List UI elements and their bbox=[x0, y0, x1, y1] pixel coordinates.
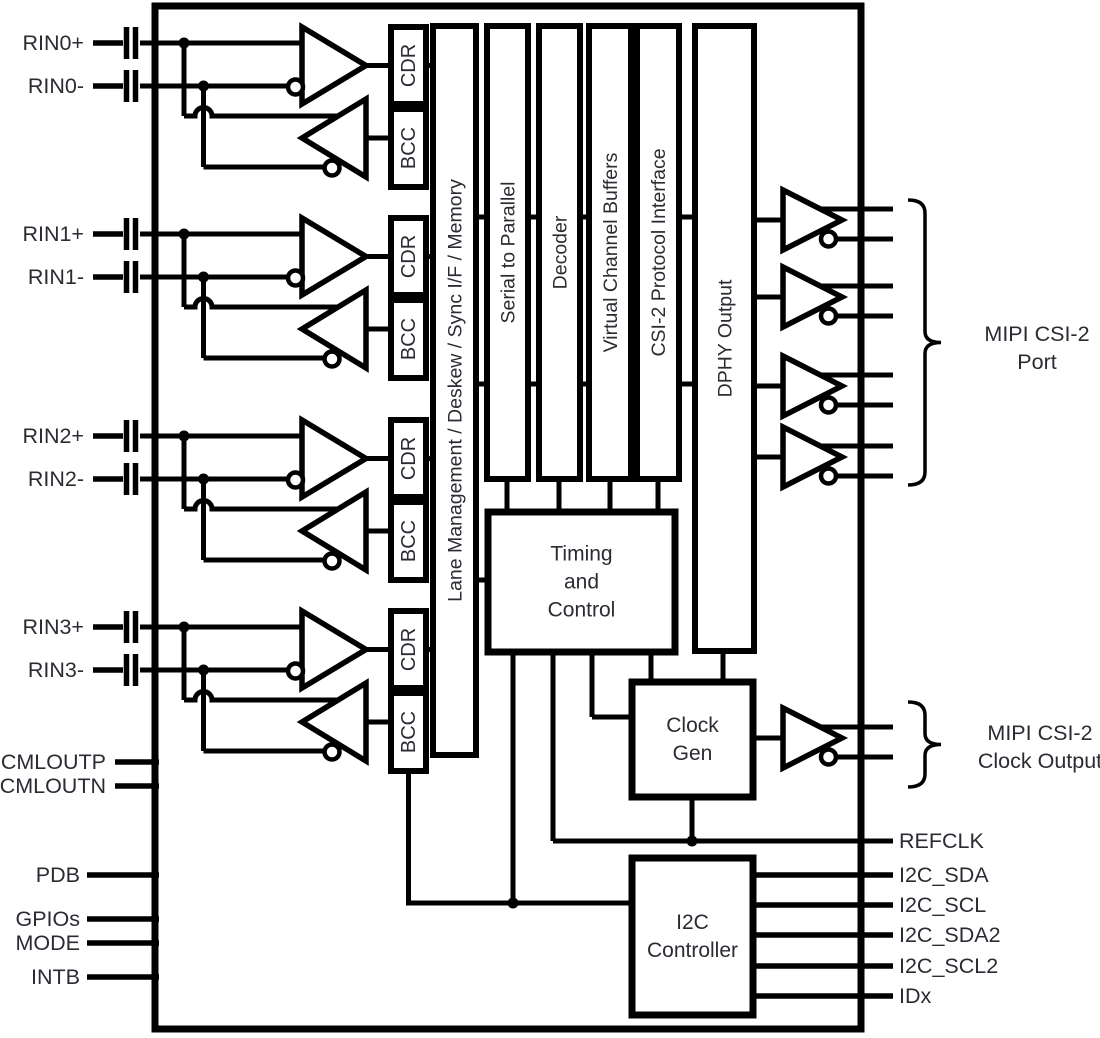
bcc-label: BCC bbox=[398, 318, 420, 360]
inverting-bubble-icon bbox=[285, 470, 306, 490]
block-label-lane-management: Lane Management / Deskew / Sync I/F / Me… bbox=[445, 179, 467, 602]
inverting-bubble-icon bbox=[285, 661, 306, 681]
cdr-label: CDR bbox=[398, 628, 420, 671]
bcc-label: BCC bbox=[398, 520, 420, 562]
pin-label-cmloutp: CMLOUTP bbox=[1, 750, 106, 774]
inverting-bubble-icon bbox=[285, 77, 306, 97]
pin-label-cmloutn: CMLOUTN bbox=[0, 774, 106, 798]
block-decoder bbox=[536, 23, 583, 482]
block-cdr-2 bbox=[388, 417, 429, 500]
block-lane-management bbox=[430, 23, 479, 758]
pin-label-refclk: REFCLK bbox=[899, 829, 984, 853]
pin-label-rin3-plus: RIN3+ bbox=[22, 615, 84, 639]
block-label-clock-gen: Clock bbox=[666, 714, 719, 737]
junction-dot bbox=[198, 473, 209, 485]
junction-dot bbox=[198, 80, 209, 92]
csi2-clock-label: MIPI CSI-2 bbox=[987, 721, 1092, 745]
pin-label-intb: INTB bbox=[31, 965, 80, 989]
block-label-timing-control: Timing bbox=[550, 543, 612, 566]
block-label-clock-gen: Gen bbox=[673, 742, 713, 765]
inverting-bubble-icon bbox=[322, 742, 342, 762]
pin-label-i2c-scl: I2C_SCL bbox=[899, 893, 986, 917]
receiver-amp-icon bbox=[299, 22, 372, 109]
junction-dot bbox=[178, 37, 190, 49]
csi2-port-brace-icon bbox=[907, 198, 942, 487]
pin-label-rin0-minus: RIN0- bbox=[28, 74, 84, 98]
inverting-bubble-icon bbox=[818, 306, 839, 326]
csi2-clock-brace-icon bbox=[907, 700, 942, 789]
junction-dot bbox=[178, 228, 190, 240]
junction-dot bbox=[178, 621, 190, 633]
csi2-clock-label: Clock Output bbox=[978, 749, 1100, 773]
cdr-label: CDR bbox=[398, 437, 420, 480]
junction-dot bbox=[507, 897, 519, 909]
inverting-bubble-icon bbox=[285, 268, 306, 288]
receiver-amp-icon bbox=[299, 415, 372, 502]
inverting-bubble-icon bbox=[322, 349, 342, 369]
inverting-bubble-icon bbox=[818, 747, 839, 767]
junction-dot bbox=[198, 664, 209, 676]
junction-dot bbox=[686, 835, 698, 847]
block-label-i2c-controller: I2C bbox=[676, 911, 709, 934]
inverting-bubble-icon bbox=[322, 158, 342, 178]
block-bcc-0 bbox=[388, 106, 429, 190]
pin-label-i2c-sda: I2C_SDA bbox=[899, 863, 989, 887]
receiver-amp-icon bbox=[299, 606, 372, 693]
block-clock-gen bbox=[628, 678, 757, 801]
pin-label-rin2-minus: RIN2- bbox=[28, 467, 84, 491]
block-label-decoder: Decoder bbox=[550, 215, 572, 289]
block-label-serial-to-parallel: Serial to Parallel bbox=[498, 182, 520, 324]
block-label-timing-control: Control bbox=[548, 599, 616, 622]
block-label-csi2-protocol-interface: CSI-2 Protocol Interface bbox=[648, 148, 670, 356]
block-bcc-1 bbox=[388, 297, 429, 381]
block-label-virtual-channel-buffers: Virtual Channel Buffers bbox=[600, 152, 622, 352]
inverting-bubble-icon bbox=[818, 229, 839, 249]
junction-dot bbox=[198, 271, 209, 283]
inverting-bubble-icon bbox=[322, 551, 342, 571]
block-label-timing-control: and bbox=[564, 571, 599, 594]
output-buffer-icon bbox=[780, 351, 849, 421]
pin-label-i2c-sda2: I2C_SDA2 bbox=[899, 923, 1001, 947]
pin-label-rin1-minus: RIN1- bbox=[28, 265, 84, 289]
pin-label-gpios: GPIOs bbox=[15, 907, 80, 931]
junction-dot bbox=[178, 430, 190, 442]
block-label-dphy-output: DPHY Output bbox=[715, 279, 737, 397]
pin-label-mode: MODE bbox=[16, 931, 81, 955]
block-bcc-3 bbox=[388, 690, 429, 774]
block-label-i2c-controller: Controller bbox=[647, 939, 738, 962]
csi2-port-label: MIPI CSI-2 bbox=[984, 322, 1089, 346]
cdr-label: CDR bbox=[398, 235, 420, 278]
output-buffer-icon bbox=[780, 185, 849, 255]
pin-label-pdb: PDB bbox=[36, 863, 80, 887]
pin-label-idx: IDx bbox=[899, 984, 932, 1008]
block-csi2-protocol-interface bbox=[634, 23, 682, 482]
receiver-amp-icon bbox=[299, 213, 372, 300]
pin-label-rin1-plus: RIN1+ bbox=[22, 222, 84, 246]
inverting-bubble-icon bbox=[818, 395, 839, 415]
pin-label-i2c-scl2: I2C_SCL2 bbox=[899, 954, 998, 978]
pin-label-rin0-plus: RIN0+ bbox=[22, 31, 84, 55]
csi2-port-label: Port bbox=[1017, 350, 1056, 374]
output-buffer-icon bbox=[780, 422, 849, 492]
bcc-label: BCC bbox=[398, 711, 420, 753]
block-bcc-2 bbox=[388, 499, 429, 583]
output-buffer-icon bbox=[780, 262, 849, 332]
block-timing-control bbox=[484, 508, 679, 656]
pin-label-rin2-plus: RIN2+ bbox=[22, 424, 84, 448]
block-i2c-controller bbox=[628, 854, 757, 1019]
pin-label-rin3-minus: RIN3- bbox=[28, 658, 84, 682]
cdr-label: CDR bbox=[398, 44, 420, 87]
bcc-label: BCC bbox=[398, 127, 420, 169]
output-buffer-icon bbox=[780, 703, 849, 773]
inverting-bubble-icon bbox=[818, 466, 839, 486]
